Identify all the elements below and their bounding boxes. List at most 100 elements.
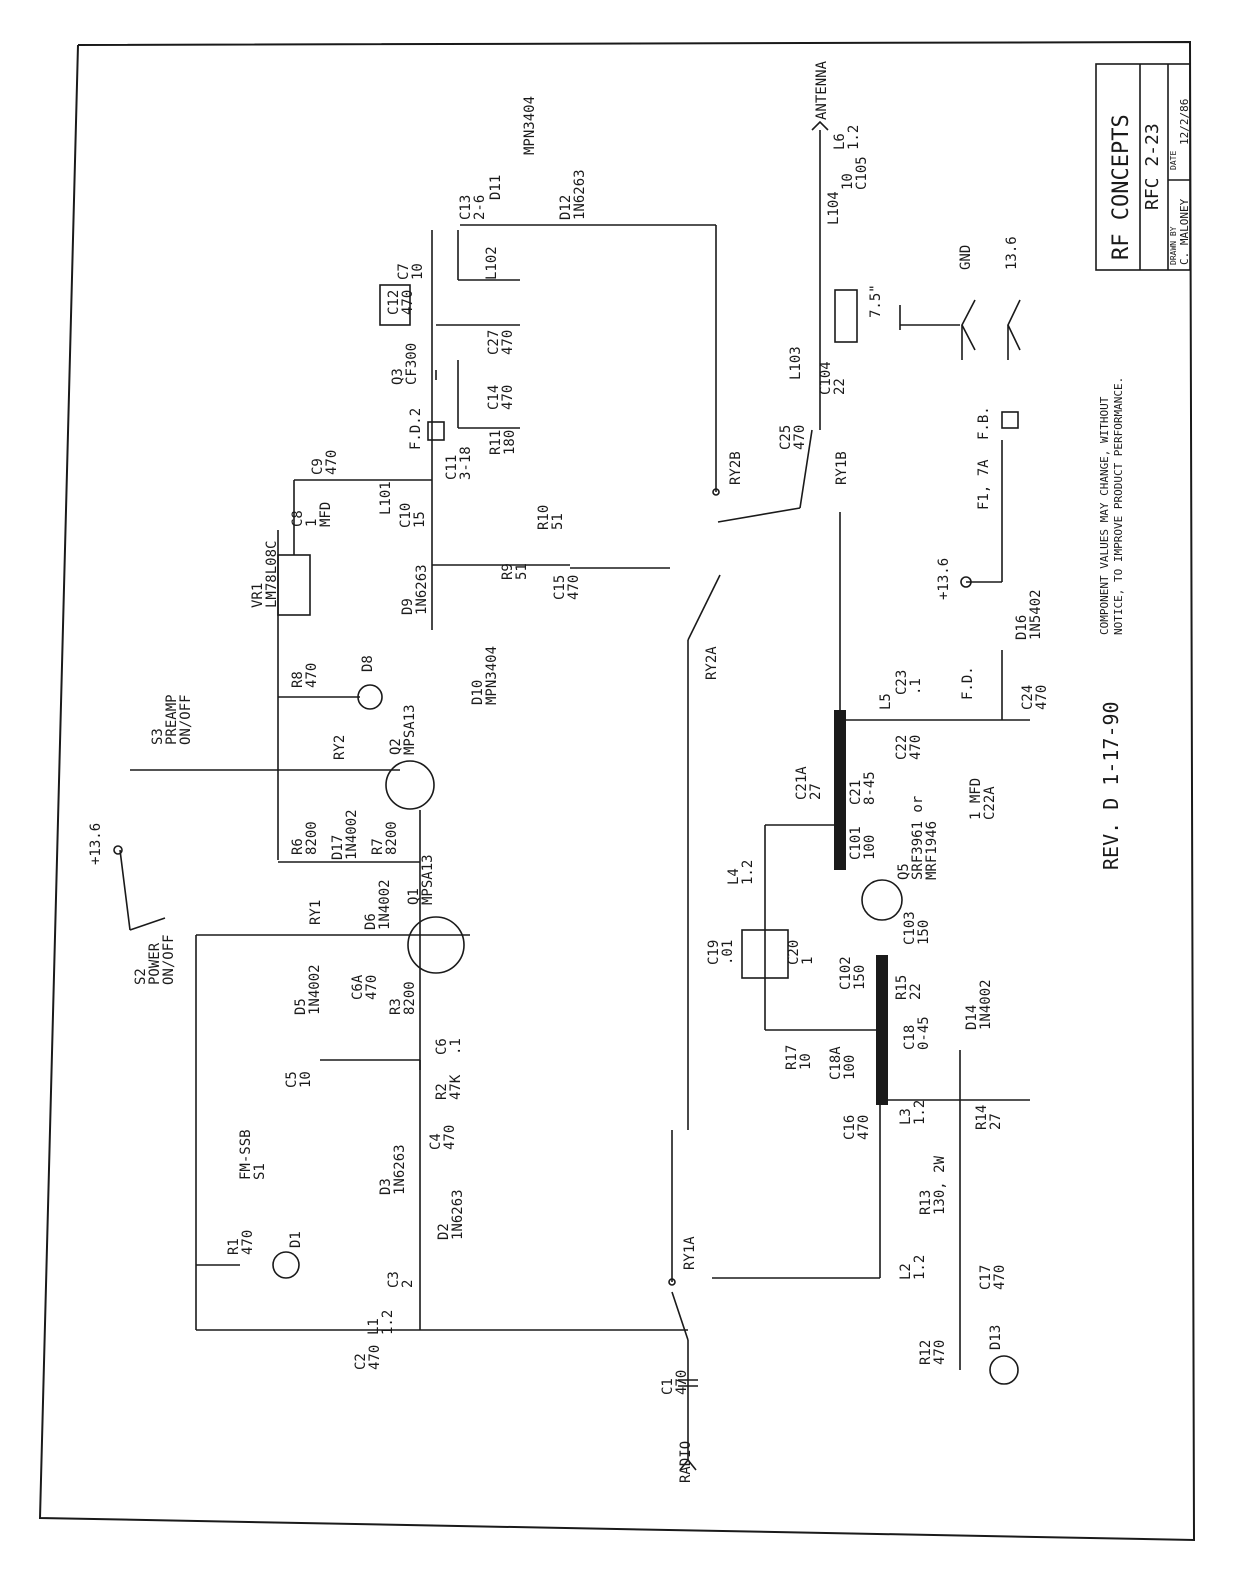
label-d2: D21N6263 [436, 1189, 466, 1240]
label-r1: R1470 [226, 1230, 256, 1255]
title-block [1095, 63, 1191, 271]
stripline-upper [834, 710, 846, 870]
vr1-regulator-symbol [277, 554, 311, 616]
label-d12: D121N6263 [558, 169, 588, 220]
ry2b-contact [717, 507, 801, 523]
notice-line-2: NOTICE, TO IMPROVE PRODUCT PERFORMANCE. [1112, 377, 1125, 635]
label-l6: L61.2 [832, 125, 862, 150]
label-c6: C6.1 [434, 1038, 464, 1055]
label-l4: L41.2 [726, 860, 756, 885]
label-ant: ANTENNA [814, 60, 830, 120]
label-f1: F1, 7A [976, 459, 992, 510]
label-c5: C510 [284, 1071, 314, 1088]
label-c18: C180-45 [902, 1016, 932, 1050]
label-l1: L11.2 [366, 1310, 396, 1335]
label-c2: C2470 [353, 1345, 383, 1370]
label-r11: R11180 [488, 430, 518, 455]
notice-line-1: COMPONENT VALUES MAY CHANGE, WITHOUT [1098, 396, 1111, 635]
label-c16: C16470 [842, 1115, 872, 1140]
label-c18a: C18A100 [828, 1046, 858, 1080]
label-fd2: F.D.2 [408, 408, 424, 450]
drawn-by: C. MALONEY [1178, 198, 1191, 265]
label-fb: F.B. [976, 406, 992, 440]
fd2-ferrite-symbol [427, 421, 445, 441]
power-amp-section [741, 120, 1030, 1385]
control-section [113, 479, 470, 1330]
label-c21: C218-45 [848, 771, 878, 805]
label-r6: R68200 [290, 821, 320, 855]
label-l104: L104 [826, 191, 842, 225]
label-r10: R1051 [536, 505, 566, 530]
label-c25: C25470 [778, 425, 808, 450]
label-s3: S3PREAMPON/OFF [150, 694, 194, 745]
input-section [195, 224, 881, 1471]
model-number: RFC 2-23 [1142, 123, 1163, 210]
label-c105: 10C105 [840, 156, 870, 190]
label-c15: C15470 [552, 575, 582, 600]
label-q3: Q3CF300 [390, 343, 420, 385]
d1-led-symbol [272, 1251, 300, 1279]
coax-stub-symbol [834, 289, 858, 343]
label-d9: D91N6263 [400, 564, 430, 615]
title-block-frame [1095, 63, 1191, 271]
label-c23: C23.1 [894, 670, 924, 695]
label-ry1a: RY1A [682, 1236, 698, 1270]
c12-frame [379, 284, 411, 326]
label-ry2: RY2 [332, 735, 348, 760]
label-d14: D141N4002 [964, 979, 994, 1030]
d8-led-symbol [357, 684, 383, 710]
label-d17: D171N4002 [330, 809, 360, 860]
label-q5: Q5SRF3961 orMRF1946 [896, 796, 940, 880]
label-c101: C101100 [848, 826, 878, 860]
label-vr1: VR1LM78L08C [250, 541, 280, 608]
q1-transistor-symbol [407, 916, 465, 974]
label-c22a: 1 MFDC22A [968, 778, 998, 820]
preamp-section [379, 230, 570, 630]
label-d13: D13 [988, 1325, 1004, 1350]
label-ry2b: RY2B [728, 451, 744, 485]
label-fd: F.D. [960, 666, 976, 700]
drawing-border [38, 40, 1196, 1542]
label-c27: C27470 [486, 330, 516, 355]
date-value: 12/2/86 [1178, 99, 1191, 145]
label-c7: C710 [396, 263, 426, 280]
label-r17: R1710 [784, 1045, 814, 1070]
label-c19: C19.01 [706, 940, 736, 965]
label-radio: RADIO [678, 1441, 694, 1483]
label-d16: D161N5402 [1014, 589, 1044, 640]
label-c3: C32 [386, 1271, 416, 1288]
label-s1: FM-SSBS1 [238, 1129, 268, 1180]
label-r8: R8470 [290, 663, 320, 688]
label-coax: 7.5" [868, 284, 884, 318]
label-d1: D1 [288, 1231, 304, 1248]
label-r14: R1427 [974, 1105, 1004, 1130]
label-r2: R247K [434, 1074, 464, 1100]
label-c4: C4470 [428, 1125, 458, 1150]
label-q2: Q2MPSA13 [388, 704, 418, 755]
label-mpn3404: MPN3404 [522, 96, 538, 155]
label-l103: L103 [788, 346, 804, 380]
label-ry2a: RY2A [704, 646, 720, 680]
label-s2: S2POWERON/OFF [133, 934, 177, 985]
c19-c20-box [741, 929, 789, 979]
label-c1: C1470 [660, 1370, 690, 1395]
label-l2: L21.2 [898, 1255, 928, 1280]
label-l102: L102 [484, 246, 500, 280]
label-p136a: +13.6 [88, 823, 104, 865]
fb-ferrite-symbol [1001, 411, 1019, 429]
date-label: DATE [1169, 151, 1178, 170]
drawn-by-label: DRAWN BY [1169, 226, 1178, 265]
label-c9: C9470 [310, 450, 340, 475]
label-c102: C102150 [838, 956, 868, 990]
label-d3: D31N6263 [378, 1144, 408, 1195]
label-q1: Q1MPSA13 [406, 854, 436, 905]
label-r3: R38200 [388, 981, 418, 1015]
label-c6a: C6A470 [350, 974, 380, 1000]
label-d11: D11 [488, 175, 504, 200]
label-c103: C103150 [902, 911, 932, 945]
label-d8: D8 [360, 655, 376, 672]
label-ry1: RY1 [308, 900, 324, 925]
label-l5: L5 [878, 693, 894, 710]
